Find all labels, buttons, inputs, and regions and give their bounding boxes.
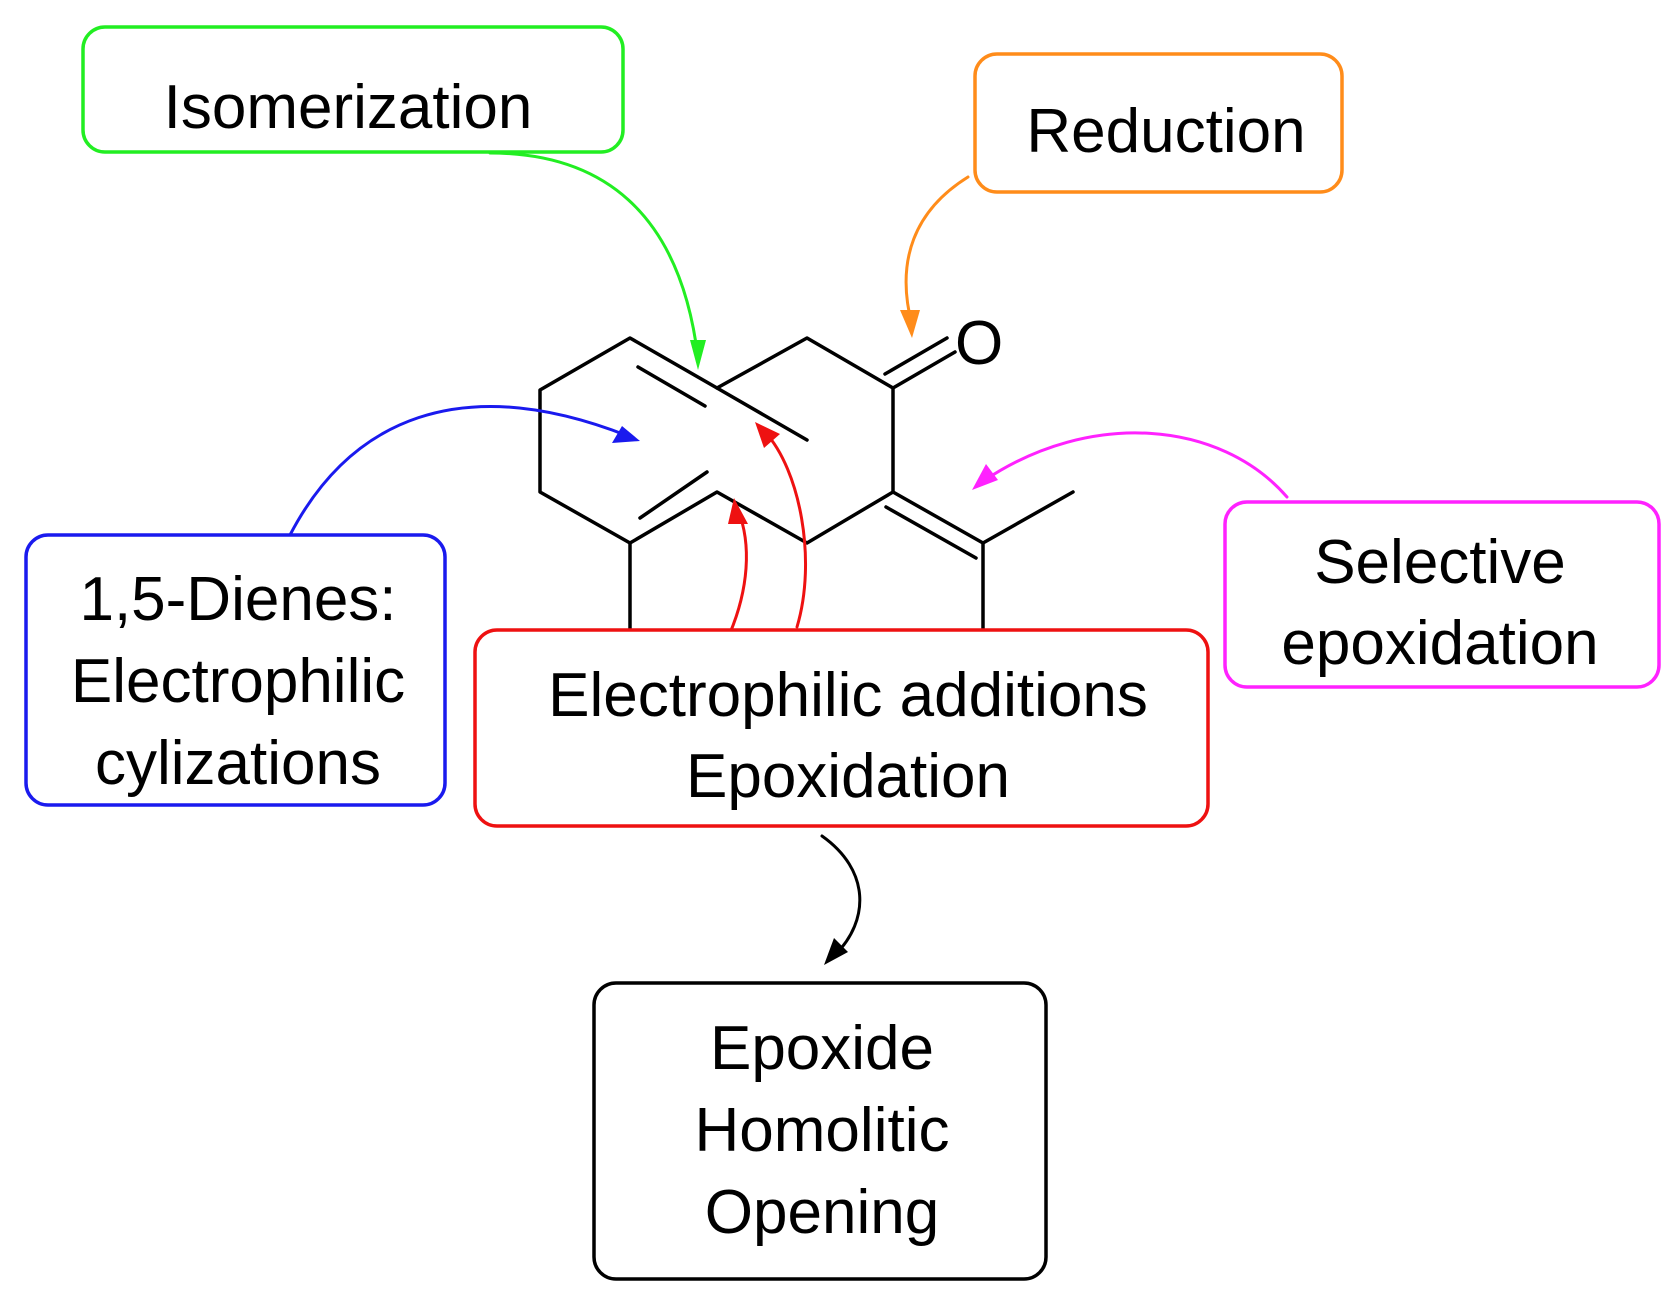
box-reduction-frame <box>973 52 1344 194</box>
ring-methyl-bond <box>715 386 809 442</box>
electrophilic-arrow-1 <box>728 508 748 635</box>
reduction-arrow <box>904 175 970 327</box>
box-electrophilic-line-1: Electrophilic additions <box>548 661 1148 730</box>
carbonyl-bond-1 <box>891 350 957 390</box>
box-epoxide: Epoxide Homolitic Opening <box>592 981 1048 1281</box>
box-selective: Selective epoxidation <box>1223 500 1661 689</box>
isopropylidene-bond-2 <box>884 505 978 560</box>
double-bond-bottom <box>638 470 709 520</box>
box-epoxide-line-2: Homolitic <box>695 1096 950 1165</box>
dienes-arrow <box>288 405 630 537</box>
arrows <box>288 151 1289 965</box>
box-epoxide-line-3: Opening <box>705 1178 939 1247</box>
carbonyl-bond-2 <box>883 336 949 376</box>
electrophilic-arrow-2 <box>763 430 807 629</box>
box-dienes-line-3: cylizations <box>95 729 381 798</box>
selective-arrow <box>983 431 1289 499</box>
box-isomerization-line-1: Isomerization <box>164 73 533 142</box>
box-reduction: Reduction <box>973 52 1344 194</box>
box-selective-line-2: epoxidation <box>1281 609 1598 678</box>
box-electrophilic: Electrophilic additions Epoxidation <box>473 628 1210 828</box>
isomerization-arrowhead <box>690 340 706 370</box>
box-isomerization: Isomerization <box>81 25 625 154</box>
box-dienes: 1,5-Dienes: Electrophilic cylizations <box>24 533 447 807</box>
box-selective-line-1: Selective <box>1314 528 1566 597</box>
epoxide-arrow <box>820 834 862 957</box>
oxygen-atom: O <box>955 309 1003 378</box>
molecule-ring-bonds <box>538 336 895 545</box>
selective-arrowhead <box>972 464 998 490</box>
dienes-arrowhead <box>612 426 640 443</box>
isopropylidene-bond-1 <box>891 490 985 545</box>
box-selective-frame <box>1223 500 1661 689</box>
isomerization-arrow <box>488 151 700 360</box>
double-bond-top <box>636 365 707 408</box>
reduction-arrowhead <box>900 310 920 338</box>
box-reduction-line-1: Reduction <box>1026 97 1305 166</box>
box-dienes-line-1: 1,5-Dienes: <box>79 565 396 634</box>
box-electrophilic-frame <box>473 628 1210 828</box>
molecule: O <box>538 309 1075 642</box>
electrophilic-arrowhead-1 <box>728 498 748 524</box>
box-electrophilic-line-2: Epoxidation <box>686 742 1010 811</box>
box-epoxide-line-1: Epoxide <box>710 1014 934 1083</box>
epoxide-arrowhead <box>824 938 848 965</box>
box-epoxide-frame <box>592 981 1048 1281</box>
electrophilic-arrowhead-2 <box>755 422 780 448</box>
isopropylidene-methyl-right <box>981 490 1075 545</box>
box-isomerization-frame <box>81 25 625 154</box>
box-dienes-frame <box>24 533 447 807</box>
box-dienes-line-2: Electrophilic <box>71 647 405 716</box>
